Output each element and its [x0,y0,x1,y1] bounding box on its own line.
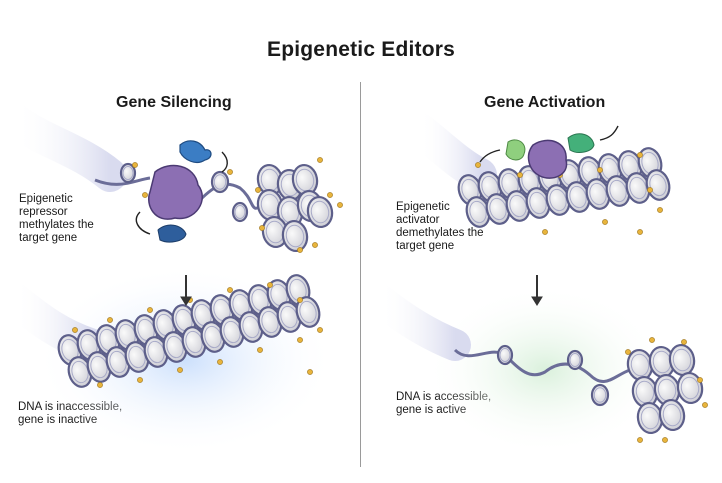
curved-arrow-icon [479,149,501,163]
methyl-tag [637,437,643,443]
methyl-tag [517,172,523,178]
glow-green [425,285,665,455]
methyl-tag [337,202,343,208]
label-line: demethylates the [396,227,484,239]
methyl-tag [297,337,303,343]
nucleosome [105,346,131,378]
methyl-tag [647,187,653,193]
methyl-tag [142,192,148,198]
methyl-tag [597,167,603,173]
heading-gene-activation: Gene Activation [484,94,606,111]
nucleosome [585,178,611,210]
nucleosome [119,162,137,184]
methyl-tag [312,242,318,248]
label-line: repressor [19,206,68,218]
methyl-tag [137,377,143,383]
methyl-tag [327,192,333,198]
nucleosome [676,371,704,405]
methyl-tag [132,162,138,168]
activator-green-left [505,139,526,161]
repressor-complex [135,140,228,243]
label-line: Epigenetic [396,201,450,213]
activator-body [527,139,568,179]
label-line: activator [396,214,440,226]
label-line: target gene [396,240,455,252]
nucleosome-group [57,147,708,443]
nucleosome [219,316,245,348]
methyl-tag [297,297,303,303]
label-line: target gene [19,232,78,244]
methyl-tag [217,359,223,365]
repressor-blue-cap [179,140,212,164]
heading-gene-silencing: Gene Silencing [116,94,232,111]
methyl-tag [637,229,643,235]
repressor-body [148,164,203,220]
nucleosome [645,169,671,201]
label-line: Epigenetic [19,193,73,205]
methyl-tag [697,377,703,383]
methyl-tag [657,207,663,213]
methyl-tag [259,225,265,231]
nucleosome [658,398,686,432]
nucleosome [291,163,319,197]
methyl-tag [681,339,687,345]
nucleosome [306,195,334,229]
methyl-tag [107,317,113,323]
methyl-tag [177,367,183,373]
methyl-tag [227,287,233,293]
curved-arrow-icon [221,151,228,173]
dna-strand [94,176,631,383]
methyl-tag [317,157,323,163]
activator-green-right [567,133,595,153]
methyl-tag [257,347,263,353]
activator-complex [479,125,619,179]
repressor-dark-blob [157,224,187,243]
label-repressor: Epigenetic repressor methylates the targ… [19,193,94,245]
nucleosome [231,201,249,223]
methyl-tag [662,437,668,443]
curved-arrow-icon [599,125,619,141]
nucleosome [566,349,584,371]
methyl-tag [227,169,233,175]
label-activator: Epigenetic activator demethylates the ta… [396,201,484,253]
nucleosome [496,344,514,366]
label-line: methylates the [19,219,94,231]
methyl-tag [307,369,313,375]
methyl-tag [267,282,273,288]
methyl-tag [97,382,103,388]
methyl-tag [475,162,481,168]
nucleosome [626,348,654,382]
methyl-tag [72,327,78,333]
nucleosome [295,296,321,328]
nucleosome [210,170,230,194]
methyl-tag [147,307,153,313]
nucleosome [200,321,226,353]
methyl-tag [637,152,643,158]
curved-arrow-icon [135,211,151,235]
diagram-title: Epigenetic Editors [267,38,455,61]
methyl-tag [649,337,655,343]
methyl-tag [625,349,631,355]
down-arrow-icon [180,275,192,306]
methyl-tag [602,219,608,225]
nucleosome [590,383,610,407]
methyl-tag [542,229,548,235]
methyl-tag [317,327,323,333]
nucleosome [565,181,591,213]
nucleosome [505,190,531,222]
methyl-tag [297,247,303,253]
methyl-tag [702,402,708,408]
panel-divider [360,82,361,467]
methyl-tag [255,187,261,193]
down-arrow-icon [531,275,543,306]
